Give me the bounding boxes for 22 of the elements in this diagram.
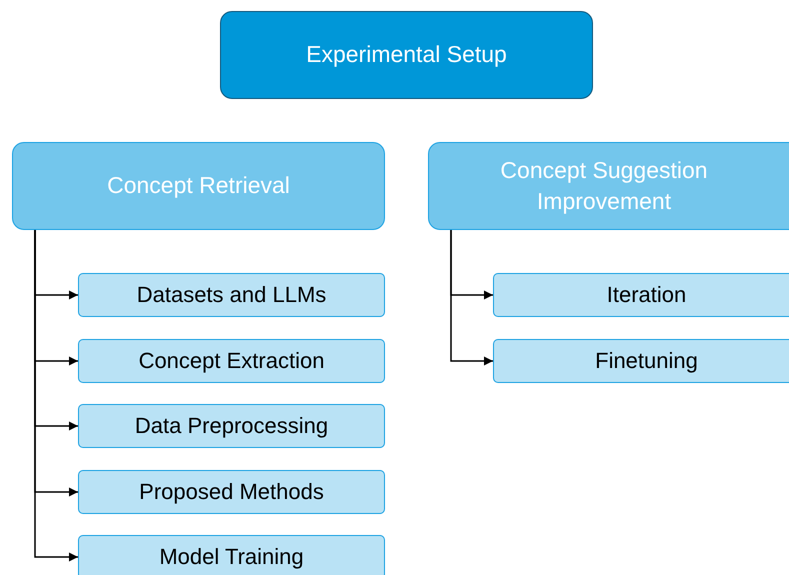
box-label: Data Preprocessing xyxy=(134,412,328,440)
topic-box xyxy=(78,470,385,514)
box-label: Proposed Methods xyxy=(139,478,324,506)
box-label: Datasets and LLMs xyxy=(136,281,326,310)
box-label: Finetuning xyxy=(595,347,698,376)
topic-box xyxy=(493,273,789,317)
section-box xyxy=(220,11,593,99)
box-label: Experimental Setup xyxy=(306,40,507,70)
section-box xyxy=(12,142,385,230)
box-label: Model Training xyxy=(159,543,304,572)
connector-arrow xyxy=(450,230,493,366)
box-label: Concept Retrieval xyxy=(107,171,290,200)
connector-arrow xyxy=(34,230,78,562)
box-label: Concept Extraction xyxy=(138,347,324,376)
topic-box xyxy=(78,404,385,448)
topic-box xyxy=(493,339,789,383)
section-box xyxy=(428,142,789,230)
topic-box xyxy=(78,535,385,575)
topic-box xyxy=(78,339,385,383)
box-label: Iteration xyxy=(606,281,686,310)
topic-box xyxy=(78,273,385,317)
box-label: Concept Suggestion Improvement xyxy=(499,156,709,216)
